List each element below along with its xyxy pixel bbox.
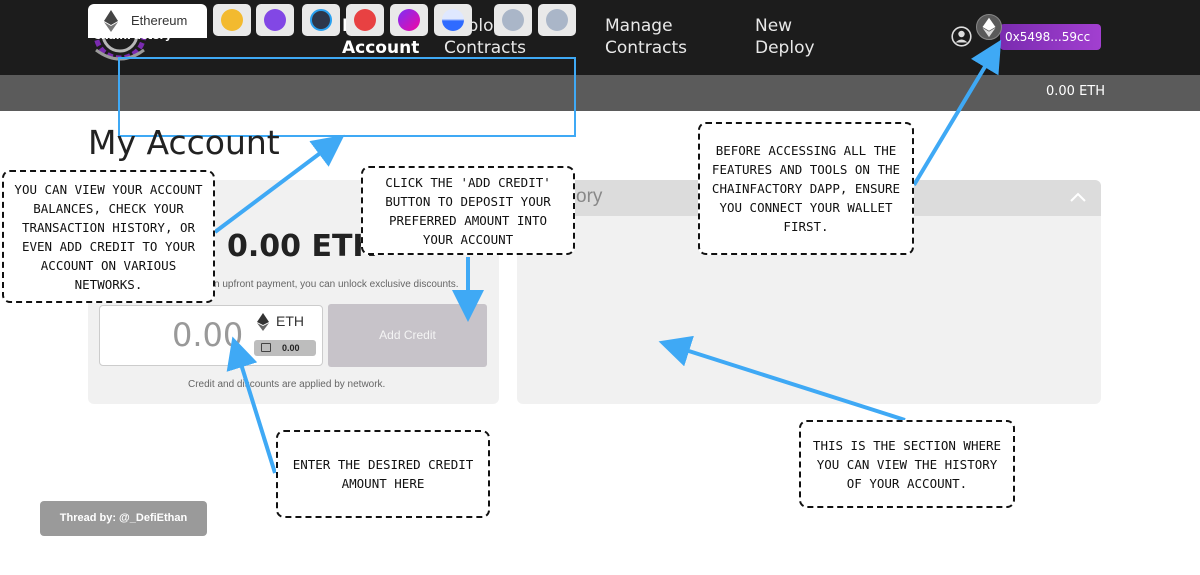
annotation-view-balances: You can view your account balances, chec… <box>2 170 215 303</box>
page-title: My Account <box>88 123 280 162</box>
avalanche-icon <box>354 9 376 31</box>
thread-credit: Thread by: @_DefiEthan <box>40 501 207 536</box>
nav-label: Contracts <box>444 38 526 58</box>
ethereum-network-icon[interactable] <box>976 14 1002 40</box>
network-bnb[interactable] <box>213 4 251 36</box>
bnb-icon <box>221 9 243 31</box>
ethereum-icon <box>257 313 269 331</box>
network-ethereum-testnet-1[interactable] <box>494 4 532 36</box>
network-bar <box>0 75 1200 111</box>
arrow-to-networks <box>213 134 345 234</box>
ethereum-icon <box>104 10 118 32</box>
currency-label: ETH <box>276 313 304 329</box>
nav-label: Contracts <box>605 38 687 58</box>
network-base[interactable] <box>434 4 472 36</box>
network-tab-ethereum[interactable]: Ethereum <box>88 4 207 38</box>
annotation-history-section: This is the section where you can view t… <box>799 420 1015 508</box>
account-balance: 0.00 ETH <box>227 229 378 264</box>
arrow-to-input <box>226 336 277 474</box>
annotation-enter-amount: Enter the desired credit amount here <box>276 430 490 518</box>
arbitrum-icon <box>310 9 332 31</box>
wallet-icon <box>261 343 271 352</box>
pulse-icon <box>398 9 420 31</box>
nav-label: New <box>755 16 793 36</box>
nav-manage-contracts[interactable]: Manage Contracts <box>605 15 687 59</box>
network-arbitrum[interactable] <box>302 4 340 36</box>
upfront-text: n upfront payment, you can unlock exclus… <box>214 279 459 290</box>
nav-label: Manage <box>605 16 673 36</box>
network-polygon[interactable] <box>256 4 294 36</box>
nav-label: Account <box>342 38 420 58</box>
history-title: ory <box>576 186 603 207</box>
network-ethereum-testnet-2[interactable] <box>538 4 576 36</box>
chevron-up-icon[interactable] <box>1070 192 1086 202</box>
network-highlight-box <box>118 57 576 137</box>
nav-new-deploy[interactable]: New Deploy <box>755 15 815 59</box>
network-avalanche[interactable] <box>346 4 384 36</box>
annotation-connect-wallet: Before accessing all the features and to… <box>698 122 914 255</box>
ethereum-testnet-icon <box>502 9 524 31</box>
wallet-address-button[interactable]: 0x5498...59cc <box>1000 24 1101 50</box>
credit-note: Credit and discounts are applied by netw… <box>188 379 386 390</box>
user-icon[interactable] <box>951 26 972 47</box>
nav-label: Deploy <box>755 38 815 58</box>
annotation-add-credit: Click the 'Add Credit' button to deposit… <box>361 166 575 255</box>
arrow-to-wallet <box>912 39 1002 187</box>
network-pulse[interactable] <box>390 4 428 36</box>
ethereum-testnet-icon <box>546 9 568 31</box>
arrow-to-history <box>658 335 906 422</box>
network-balance: 0.00 ETH <box>1046 84 1106 99</box>
polygon-icon <box>264 9 286 31</box>
wallet-balance-pill[interactable]: 0.00 <box>254 340 316 356</box>
base-icon <box>442 9 464 31</box>
network-tab-label: Ethereum <box>131 13 188 28</box>
